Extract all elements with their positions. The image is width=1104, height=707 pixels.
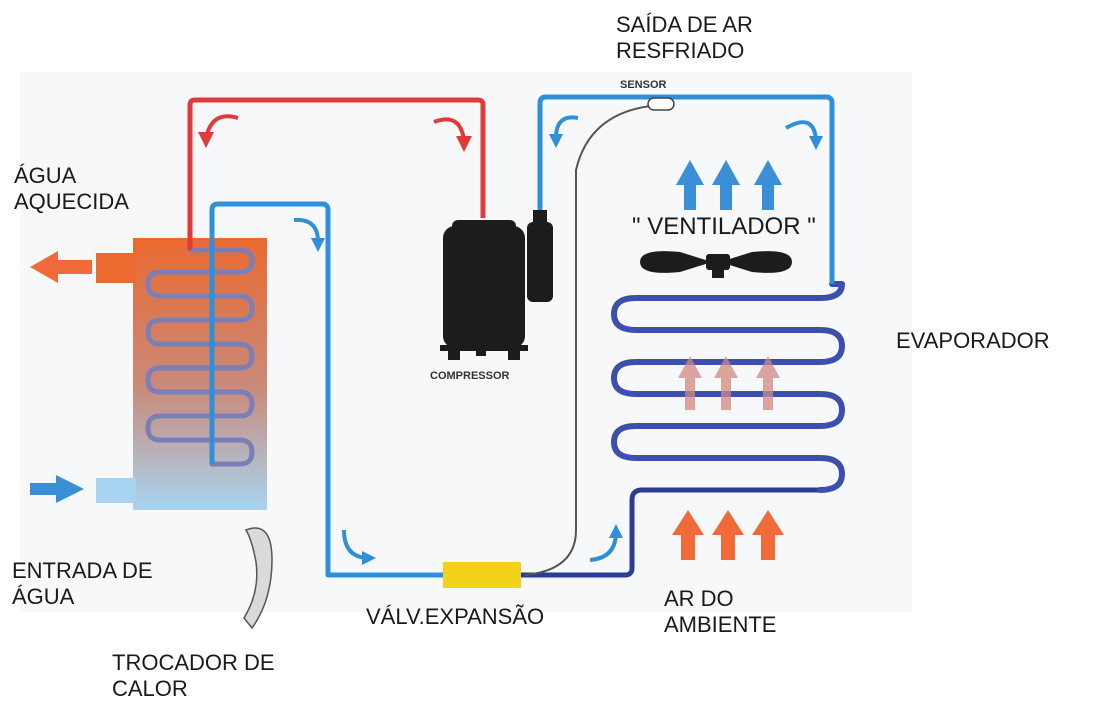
trocador-de-calor-label-line1: TROCADOR DE xyxy=(112,650,275,675)
sensor-wire xyxy=(524,104,661,576)
evaporador-label: EVAPORADOR xyxy=(896,328,1050,353)
hot-water-arrow-icon xyxy=(30,251,92,283)
cold-water-arrow-icon xyxy=(30,475,84,503)
cold-flow-arrowhead-icon xyxy=(609,524,623,538)
entrada-de-agua-label: ENTRADA DE ÁGUA xyxy=(12,558,153,610)
hot-flow-arrowhead-icon xyxy=(456,136,472,152)
hot-water-outlet-pipe xyxy=(96,253,136,283)
sensor xyxy=(647,97,675,111)
compressor xyxy=(440,210,553,360)
entrada-de-agua-label-line2: ÁGUA xyxy=(12,584,75,609)
agua-aquecida-label-line2: AQUECIDA xyxy=(14,189,129,214)
cold-flow-arrowhead-icon xyxy=(549,134,563,148)
cold-flow-arrowhead-icon xyxy=(809,136,823,150)
ambient-air-arrows-icon xyxy=(672,510,784,560)
condensed-refrigerant-pipe xyxy=(209,201,445,578)
ar-do-ambiente-label-line2: AMBIENTE xyxy=(664,612,777,637)
cold-flow-arrow-icon xyxy=(785,120,818,141)
fan-icon xyxy=(640,251,792,278)
heat-exchanger-pointer-icon xyxy=(243,527,273,630)
saida-de-ar-label-line2: RESFRIADO xyxy=(616,38,745,63)
evaporator-coil xyxy=(611,281,845,493)
expansion-valve xyxy=(443,562,521,588)
heat-exchanger-coil xyxy=(145,247,255,467)
compressor-label: COMPRESSOR xyxy=(430,370,510,382)
hot-refrigerant-pipe xyxy=(187,97,486,250)
hot-flow-arrow-icon xyxy=(433,117,466,141)
ventilador-label: " VENTILADOR " xyxy=(632,213,816,240)
agua-aquecida-label-line1: ÁGUA xyxy=(14,163,77,188)
suction-pipe xyxy=(537,94,835,284)
low-pressure-pipe xyxy=(521,487,820,578)
saida-de-ar-label-line1: SAÍDA DE AR xyxy=(616,12,753,37)
cold-flow-arrowhead-icon xyxy=(362,551,376,565)
agua-aquecida-label: ÁGUA AQUECIDA xyxy=(14,163,129,215)
cold-water-inlet-pipe xyxy=(96,478,136,503)
saida-de-ar-label: SAÍDA DE AR RESFRIADO xyxy=(616,12,753,64)
sensor-label: SENSOR xyxy=(620,79,667,91)
entrada-de-agua-label-line1: ENTRADA DE xyxy=(12,558,153,583)
trocador-de-calor-label: TROCADOR DE CALOR xyxy=(112,650,275,702)
air-through-evaporator-arrows-icon xyxy=(678,356,780,410)
ar-do-ambiente-label-line1: AR DO xyxy=(664,586,734,611)
ar-do-ambiente-label: AR DO AMBIENTE xyxy=(664,586,776,638)
valvula-expansao-label: VÁLV.EXPANSÃO xyxy=(366,604,545,629)
cool-air-arrows-icon xyxy=(676,160,782,210)
hot-flow-arrowhead-icon xyxy=(198,132,214,148)
trocador-de-calor-label-line2: CALOR xyxy=(112,676,188,701)
cold-flow-arrowhead-icon xyxy=(311,238,325,252)
